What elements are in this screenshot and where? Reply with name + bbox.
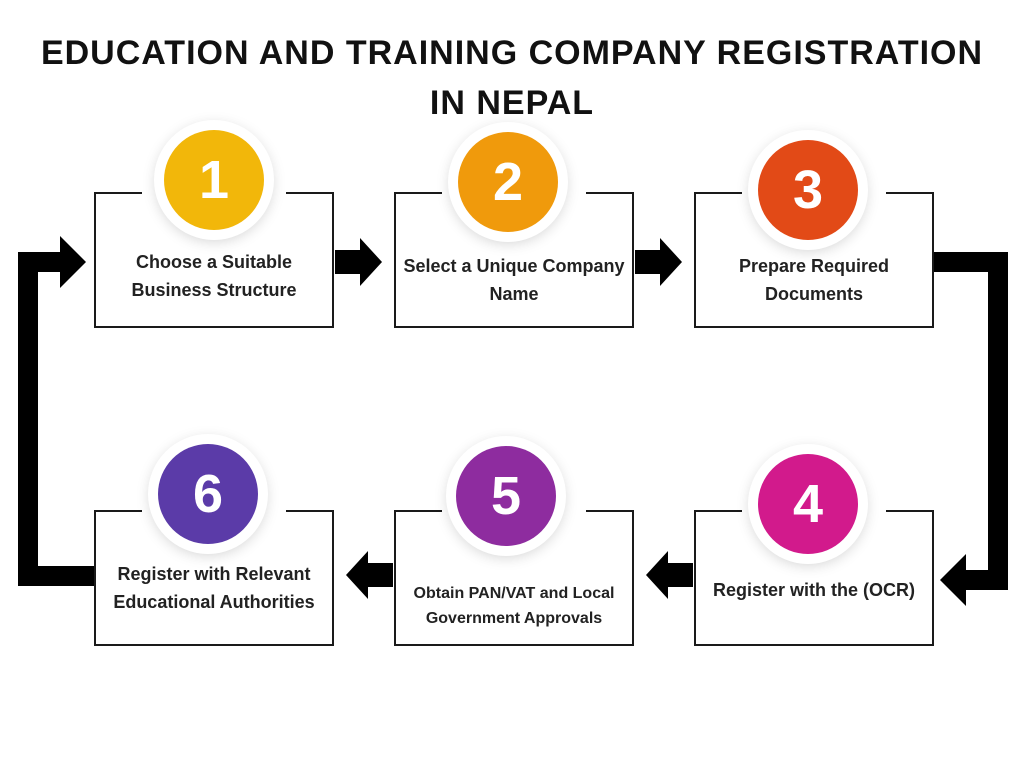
step-3-number-badge: 3: [758, 140, 858, 240]
loop-arrow-right-icon: [934, 252, 1008, 606]
step-6-label: Register with Relevant Educational Autho…: [113, 564, 315, 612]
page-title: EDUCATION AND TRAINING COMPANY REGISTRAT…: [40, 34, 984, 122]
step-2-number-badge: 2: [458, 132, 558, 232]
step-3: Prepare Required Documents: [694, 192, 934, 328]
step-box: [694, 192, 934, 328]
step-6: Register with Relevant Educational Autho…: [94, 510, 334, 646]
step-2-label: Select a Unique Company Name: [403, 256, 625, 304]
step-box: [394, 192, 634, 328]
step-box: [94, 510, 334, 646]
step-1: Choose a Suitable Business Structure: [94, 192, 334, 328]
step-1-label: Choose a Suitable Business Structure: [131, 252, 297, 300]
step-3-label: Prepare Required Documents: [738, 256, 890, 304]
step-5-number-badge: 5: [456, 446, 556, 546]
step-4: Register with the (OCR): [694, 510, 934, 646]
step-5: Obtain PAN/VAT and Local Government Appr…: [394, 510, 634, 646]
arrow-right-icon: [335, 238, 382, 286]
loop-arrow-left-icon: [18, 236, 94, 586]
step-6-number-badge: 6: [158, 444, 258, 544]
arrow-left-icon: [346, 551, 393, 599]
arrow-left-icon: [646, 551, 693, 599]
step-box: [694, 510, 934, 646]
step-2: Select a Unique Company Name: [394, 192, 634, 328]
step-box: [394, 510, 634, 646]
step-1-number-badge: 1: [164, 130, 264, 230]
step-box: [94, 192, 334, 328]
step-4-label: Register with the (OCR): [712, 580, 915, 600]
arrow-right-icon: [635, 238, 682, 286]
step-5-label: Obtain PAN/VAT and Local Government Appr…: [413, 585, 615, 627]
step-4-number-badge: 4: [758, 454, 858, 554]
